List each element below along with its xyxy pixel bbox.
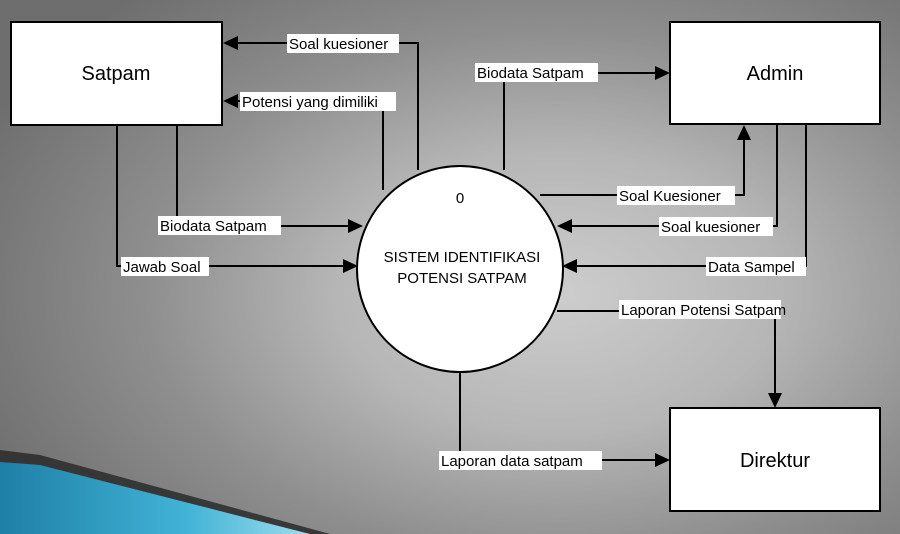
flow-line-soal-kuesioner-to-admin xyxy=(540,139,745,196)
flow-label-laporan-data-satpam: Laporan data satpam xyxy=(441,453,583,470)
flow-label-bg xyxy=(158,216,281,235)
entity-satpam-box xyxy=(10,21,223,126)
arrowhead xyxy=(562,259,577,273)
flow-label-bg xyxy=(240,92,396,111)
flow-label-biodata-satpam-to-admin: Biodata Satpam xyxy=(477,65,584,82)
flow-line-soal-kuesioner-from-admin xyxy=(572,124,778,227)
flow-label-bg xyxy=(121,257,209,276)
arrowhead xyxy=(223,94,238,108)
flow-line-laporan-potensi-satpam xyxy=(557,310,776,394)
decorative-swoosh xyxy=(0,462,310,534)
flow-label-soal-kuesioner-from-admin: Soal kuesioner xyxy=(661,219,760,236)
process-name-line2: POTENSI SATPAM xyxy=(397,270,526,287)
entity-direktur-box xyxy=(669,407,881,512)
flow-label-bg xyxy=(619,300,781,319)
flow-label-biodata-satpam-from-satpam: Biodata Satpam xyxy=(160,218,267,235)
process-name-line1: SISTEM IDENTIFIKASI xyxy=(384,249,541,266)
flow-label-bg xyxy=(287,34,399,53)
arrowhead xyxy=(557,219,572,233)
entity-direktur-label: Direktur xyxy=(740,450,810,472)
entity-admin-box xyxy=(669,21,881,125)
flow-line-biodata-satpam-to-admin xyxy=(503,72,656,170)
entity-admin-label: Admin xyxy=(747,63,804,85)
arrowhead xyxy=(223,36,238,50)
flow-line-jawab-soal xyxy=(116,125,343,267)
flow-label-bg xyxy=(475,63,598,82)
arrowhead xyxy=(655,66,670,80)
flow-label-potensi-yang-dimiliki: Potensi yang dimiliki xyxy=(242,94,378,111)
flow-label-laporan-potensi-satpam: Laporan Potensi Satpam xyxy=(621,302,786,319)
arrowhead xyxy=(768,393,782,408)
flow-label-soal-kuesioner-to-admin: Soal Kuesioner xyxy=(619,188,721,205)
flow-line-potensi-yang-dimiliki xyxy=(236,100,384,190)
flow-line-laporan-data-satpam xyxy=(459,372,655,461)
process-number: 0 xyxy=(456,190,464,207)
flow-label-bg xyxy=(706,257,806,276)
arrowhead xyxy=(655,453,670,467)
arrowhead xyxy=(348,219,363,233)
flow-label-data-sampel: Data Sampel xyxy=(708,259,795,276)
arrowhead xyxy=(737,125,751,140)
flow-line-biodata-satpam-from-satpam xyxy=(176,125,348,227)
flow-label-soal-kuesioner-to-satpam: Soal kuesioner xyxy=(289,36,388,53)
flow-label-jawab-soal: Jawab Soal xyxy=(123,259,201,276)
flow-label-bg xyxy=(439,451,602,470)
flow-label-bg xyxy=(617,186,735,205)
flow-label-bg xyxy=(659,217,773,236)
entity-satpam-label: Satpam xyxy=(82,63,151,85)
arrowhead xyxy=(343,259,358,273)
